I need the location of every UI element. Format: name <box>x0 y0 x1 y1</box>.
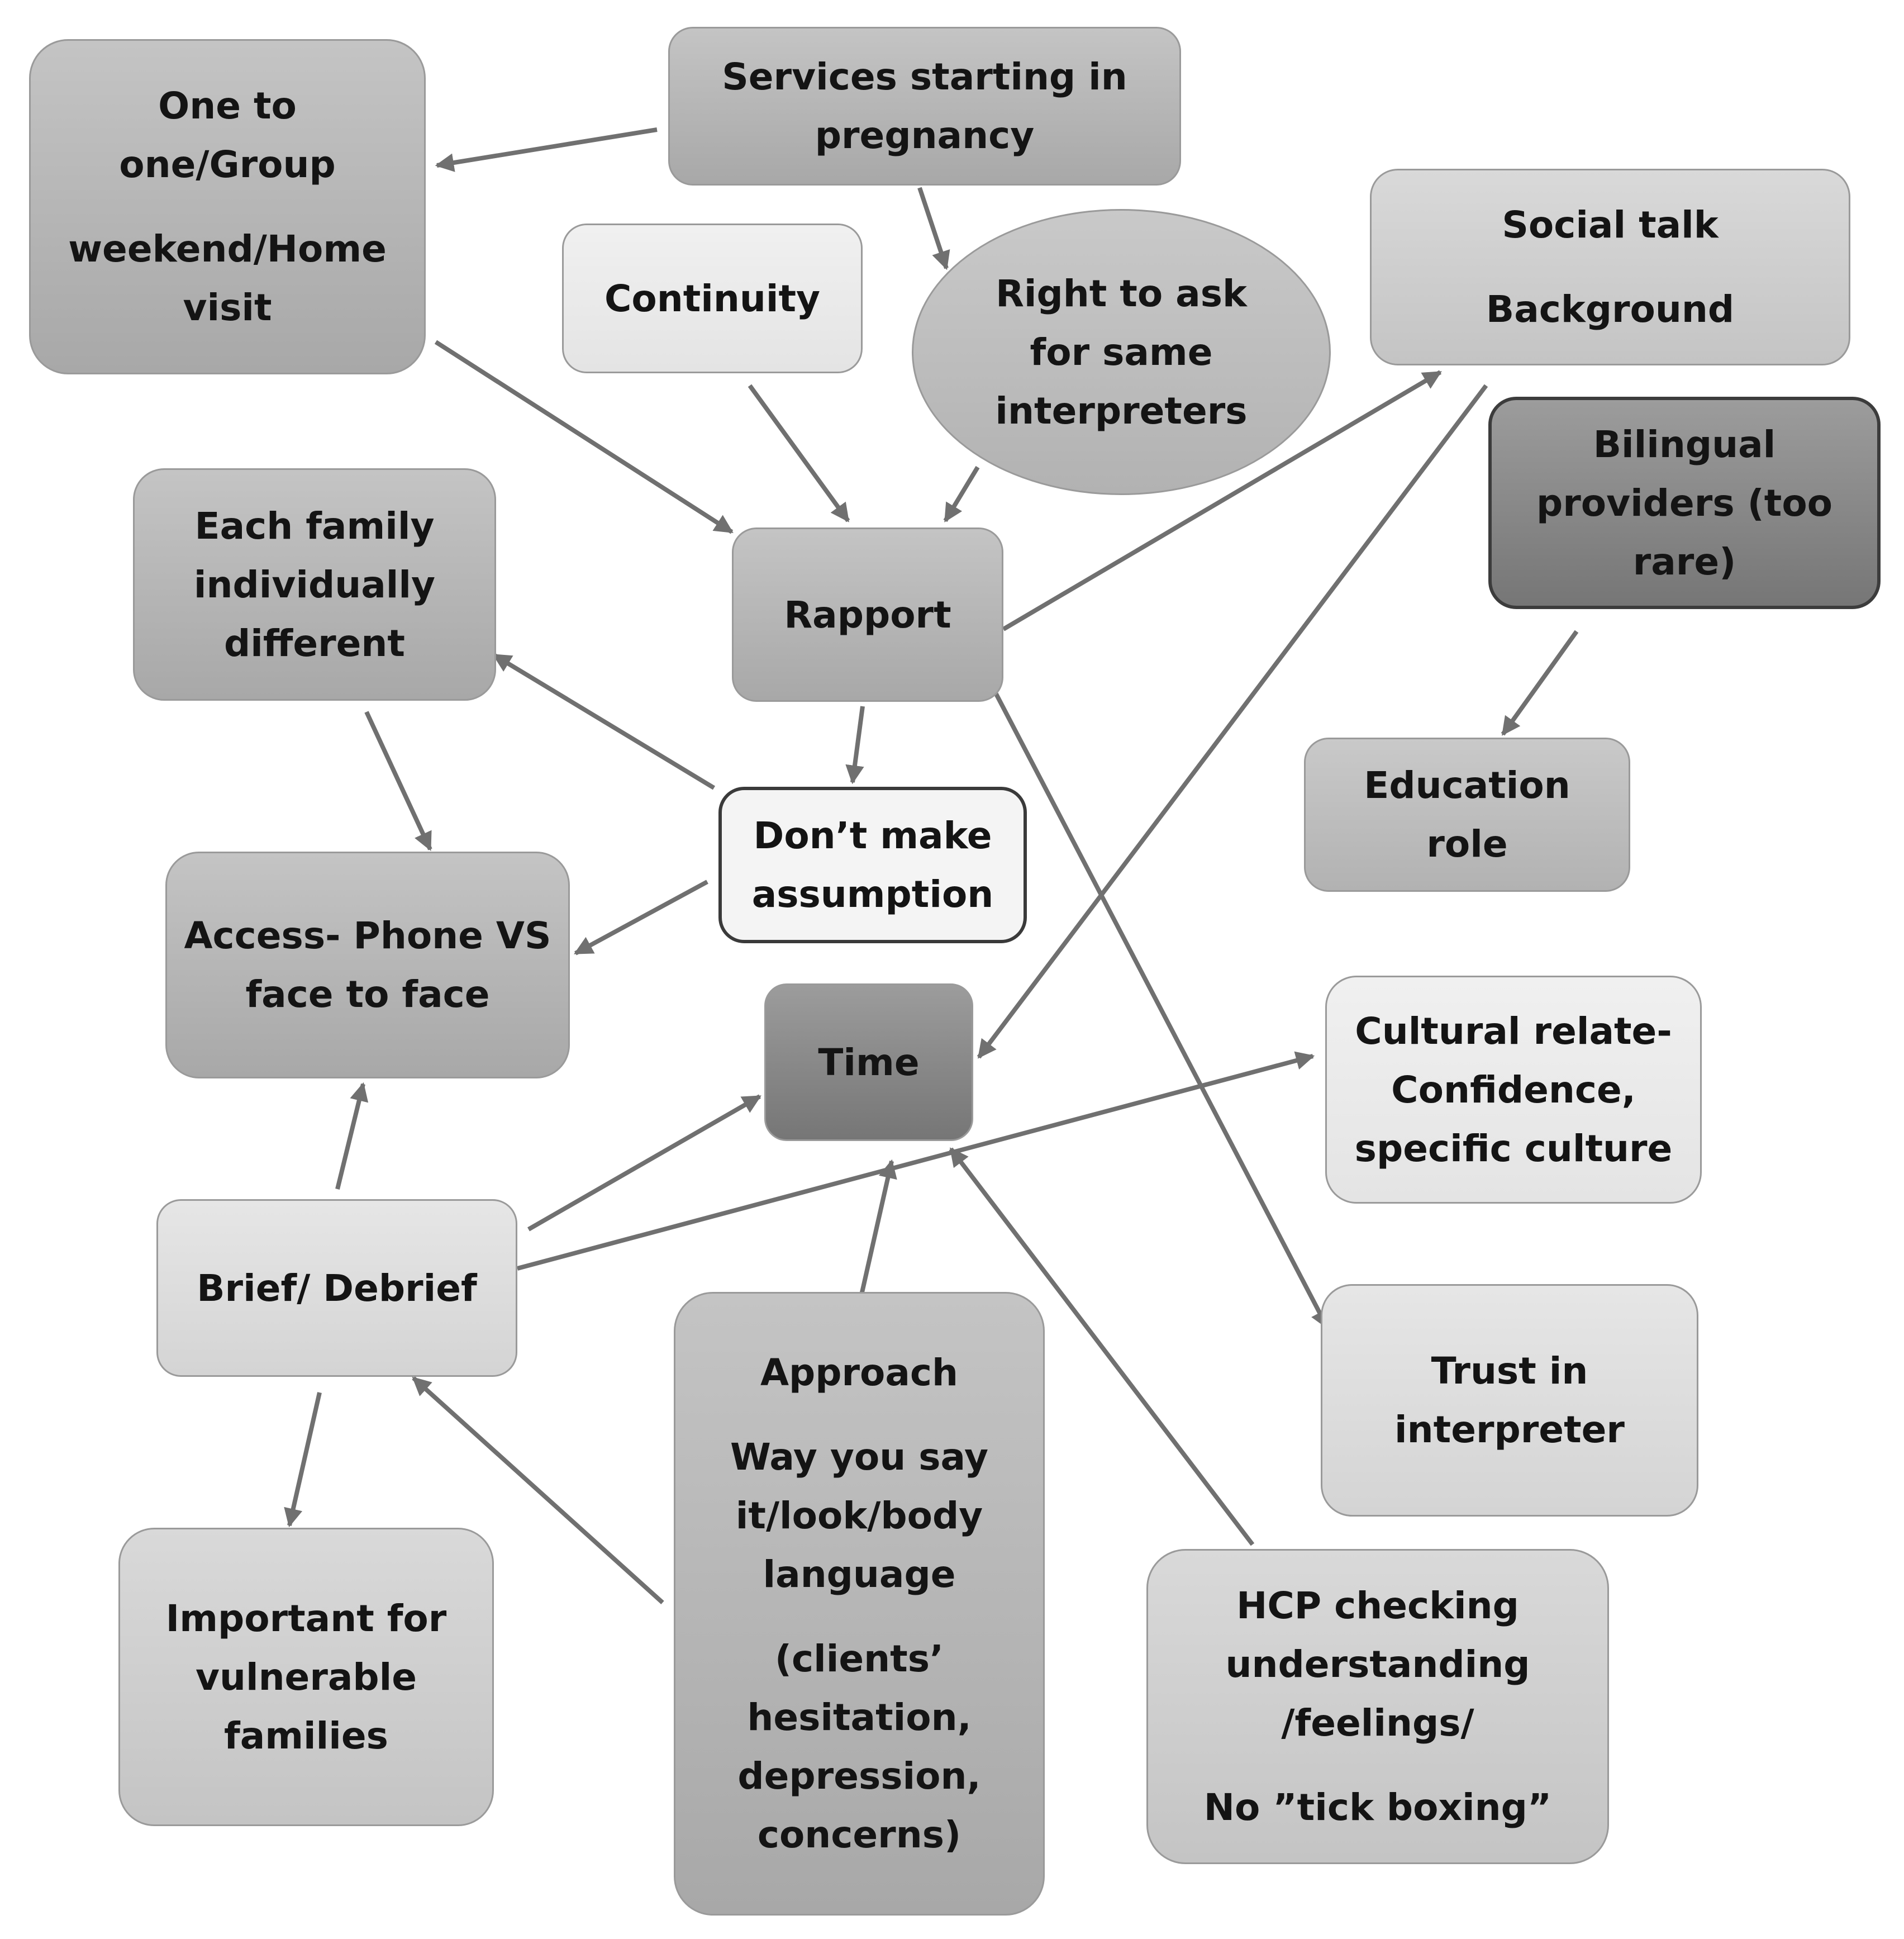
node-label-line: Confidence, <box>1391 1068 1636 1111</box>
arrow-approach-to-brief <box>412 1376 664 1604</box>
node-right-to-ask: Right to ask for same interpreters <box>912 209 1331 495</box>
arrow-brief-to-access <box>335 1082 369 1190</box>
node-dont-make-assumption: Don’t make assumption <box>718 787 1027 943</box>
arrow-dont-assume-to-each-family <box>492 653 716 790</box>
node-label-line: No ”tick boxing” <box>1203 1786 1552 1829</box>
node-label-line: One to <box>158 84 297 127</box>
node-label-line: Each family <box>194 504 435 548</box>
node-label-line: HCP checking <box>1236 1584 1519 1627</box>
node-label-line: specific culture <box>1354 1127 1673 1170</box>
node-label-line: assumption <box>751 873 994 916</box>
node-trust-in-interpreter: Trust in interpreter <box>1321 1284 1698 1517</box>
node-hcp-checking: HCP checking understanding/feelings/No ”t… <box>1146 1549 1609 1864</box>
node-label-line: Access- Phone VS <box>184 914 551 957</box>
node-label-line: visit <box>183 286 272 329</box>
node-label-line: Brief/ Debrief <box>197 1266 477 1310</box>
node-label-line: vulnerable <box>195 1655 417 1699</box>
node-label-line: (clients’ <box>774 1637 944 1680</box>
node-label-line: families <box>224 1714 388 1757</box>
node-label-line: language <box>763 1553 956 1596</box>
node-time: Time <box>764 983 973 1141</box>
node-label-line: Don’t make <box>753 814 992 857</box>
node-brief-debrief: Brief/ Debrief <box>156 1199 517 1377</box>
arrow-rapport-to-dont-assume <box>845 706 865 785</box>
arrow-brief-to-time <box>527 1094 761 1232</box>
arrow-rapport-to-social-talk <box>1002 370 1442 631</box>
node-label-line: face to face <box>245 973 490 1016</box>
node-label-line: weekend/Home <box>68 227 387 270</box>
node-label-line: different <box>224 621 405 665</box>
node-bilingual-providers: Bilingual providers (too rare) <box>1488 397 1881 609</box>
arrow-dont-assume-to-access <box>574 880 708 956</box>
node-label-line: one/Group <box>119 143 336 186</box>
node-label-line: Way you say <box>730 1436 989 1479</box>
node-label-line: Rapport <box>784 593 951 636</box>
node-each-family: Each family individually different <box>133 468 496 701</box>
node-label-line: pregnancy <box>815 114 1035 157</box>
node-label-line: Bilingual <box>1593 422 1776 466</box>
node-label-line: /feelings/ <box>1281 1702 1474 1745</box>
arrow-services-to-one-to-one <box>435 127 658 172</box>
node-services-starting-in-pregnancy: Services starting in pregnancy <box>668 27 1181 186</box>
arrow-bilingual-to-education <box>1501 630 1579 736</box>
node-rapport: Rapport <box>732 527 1003 702</box>
arrow-approach-to-time <box>858 1159 897 1300</box>
node-label-line: interpreter <box>1394 1408 1625 1451</box>
arrow-brief-to-important <box>284 1392 322 1528</box>
node-label-line: Continuity <box>604 277 821 320</box>
node-label-line: Education <box>1364 764 1570 807</box>
node-label-line: interpreters <box>995 389 1248 433</box>
node-education-role: Education role <box>1304 738 1630 892</box>
node-label-line: rare) <box>1632 540 1736 583</box>
node-label-line: Trust in <box>1431 1349 1588 1393</box>
node-label-line: Important for <box>165 1596 447 1640</box>
node-label-line: providers (too <box>1536 481 1832 525</box>
node-cultural-relate: Cultural relate- Confidence, specific cult… <box>1325 976 1702 1204</box>
node-important-for-vulnerable: Important for vulnerable families <box>118 1528 494 1826</box>
node-label-line: for same <box>1030 330 1213 374</box>
node-label-line: Approach <box>760 1351 959 1394</box>
arrow-right-to-ask-to-rapport <box>943 465 980 522</box>
node-label-line: understanding <box>1225 1643 1530 1686</box>
arrow-each-family-to-access <box>364 711 432 852</box>
node-access: Access- Phone VS face to face <box>165 852 570 1078</box>
node-label-line: Services starting in <box>722 55 1127 98</box>
node-label-line: it/look/body <box>735 1494 983 1537</box>
node-continuity: Continuity <box>562 224 863 373</box>
arrow-hcp-to-time <box>949 1147 1255 1546</box>
arrow-one-to-one-to-rapport <box>434 340 734 534</box>
node-label-line: individually <box>193 563 436 606</box>
node-label-line: Time <box>818 1040 920 1084</box>
arrow-brief-to-cultural <box>516 1051 1315 1271</box>
node-label-line: role <box>1426 823 1508 866</box>
node-label-line: Social talk <box>1502 203 1719 246</box>
node-label-line: concerns) <box>757 1813 961 1856</box>
node-label-line: Cultural relate- <box>1355 1009 1672 1053</box>
arrow-social-talk-to-time <box>977 384 1488 1059</box>
node-one-to-one: One to one/Group weekend/Home visit <box>29 39 426 374</box>
node-label-line: Right to ask <box>996 272 1247 315</box>
arrow-continuity-to-rapport <box>748 384 850 522</box>
arrow-services-to-right-to-ask <box>917 187 950 270</box>
node-label-line: depression, <box>737 1755 981 1798</box>
node-label-line: hesitation, <box>747 1696 972 1739</box>
arrow-rapport-to-trust <box>993 692 1330 1329</box>
node-label-line: Background <box>1486 288 1735 331</box>
